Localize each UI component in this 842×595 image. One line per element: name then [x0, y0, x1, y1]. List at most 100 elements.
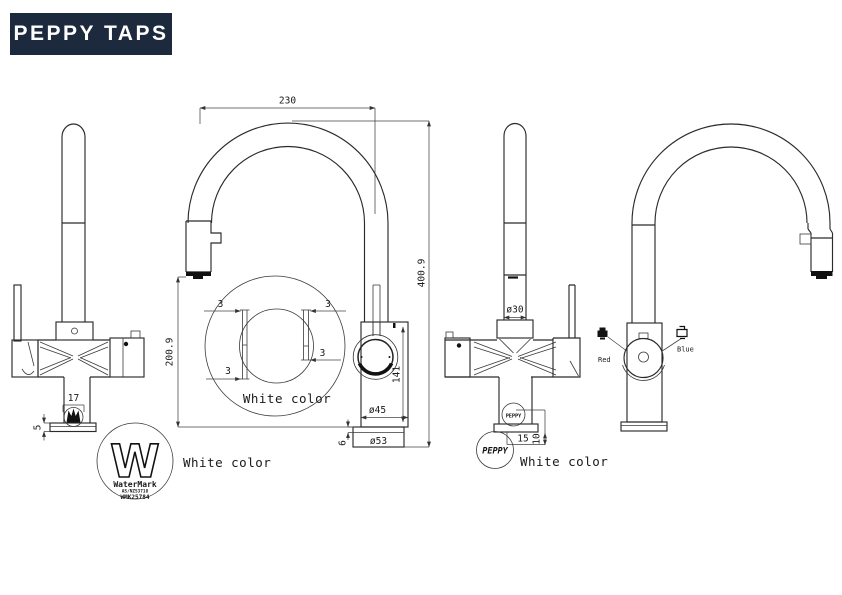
detail-levers	[240, 309, 311, 380]
nozzle-tip	[193, 276, 203, 279]
dim-10-label: 10	[532, 433, 543, 445]
cold-indicator: Blue	[676, 325, 694, 354]
nozzle-face	[186, 271, 211, 276]
dimension-17: 17	[62, 393, 85, 412]
watermark-title: WaterMark	[113, 480, 157, 489]
detail-outer-circle	[204, 275, 346, 417]
dimension-5: 5	[33, 414, 50, 441]
view-front-left: 17 5 W WaterMark AS/NZS3718 WMK25784 Whi…	[11, 123, 271, 501]
dim-17-lines	[62, 404, 85, 412]
stamp-circle	[476, 431, 514, 469]
dim-230-label: 230	[279, 96, 296, 107]
dimension-15-10: 15 10	[506, 409, 547, 446]
dimension-dia45: ø45	[360, 405, 409, 420]
cold-label: Blue	[677, 346, 694, 354]
leader-lines	[607, 336, 681, 352]
joint-dark-arc	[357, 362, 394, 376]
gooseneck-arch	[187, 122, 389, 224]
nozzle-outline	[185, 220, 222, 273]
brand-badge-on-column: PEPPY	[501, 402, 526, 427]
nozzle-outline-2	[807, 223, 834, 273]
base-plate	[49, 422, 97, 433]
spout-outline-2	[503, 122, 527, 320]
funnel-lines	[499, 338, 531, 354]
dim-4009-ext	[292, 120, 429, 448]
spout-leg	[363, 223, 389, 322]
cap-screw	[71, 327, 78, 335]
dim-3-r: 3	[320, 348, 326, 359]
right-valve-button	[130, 330, 141, 339]
left-valve-detail	[21, 341, 35, 375]
dial-circle	[623, 337, 664, 379]
dim-6-label: 6	[338, 440, 349, 446]
hose-rod-lower	[372, 322, 381, 336]
dim-17-label: 17	[68, 393, 79, 404]
dim-3-bl: 3	[225, 366, 231, 377]
dim-53-label: ø53	[370, 436, 387, 447]
cross-bar-outline-2	[445, 339, 553, 378]
cross-x-wedges	[39, 341, 109, 376]
cross-x-wedges-2	[473, 341, 557, 376]
cross-bar-outline	[37, 339, 110, 378]
base-flange	[352, 426, 405, 448]
nozzle-tip-2	[816, 276, 827, 279]
base-plate-3	[620, 421, 668, 432]
left-valve-dot-2	[456, 343, 462, 348]
watermark-license: WMK25784	[121, 494, 150, 501]
left-handle-lever	[13, 284, 22, 342]
joint-outer-ring	[352, 334, 399, 380]
brand-logo-text: PEPPY TAPS	[13, 22, 169, 45]
spout-cap-2	[496, 319, 534, 339]
dimension-230: 230	[199, 96, 376, 214]
dial-center	[638, 351, 649, 363]
dim-5-label: 5	[33, 425, 44, 431]
dim-15-label: 15	[517, 434, 528, 445]
watermark-circle	[96, 422, 174, 500]
spout-cap	[55, 321, 94, 341]
right-handle-lever	[568, 284, 576, 338]
dim-6-ext	[348, 426, 353, 433]
detail-inner-circle	[239, 308, 314, 384]
color-note-2: White color	[243, 391, 331, 406]
badge-text: PEPPY	[506, 414, 522, 420]
left-valve-body	[11, 339, 39, 378]
hot-label: Red	[598, 356, 611, 364]
crown-mark	[66, 408, 81, 423]
body-top-mark	[393, 323, 396, 328]
brand-logo: PEPPY TAPS	[10, 13, 172, 55]
left-valve-button-2	[445, 331, 454, 339]
joint-pin-right	[388, 356, 391, 358]
mounting-detail-circle: 3 3 3 3 White color	[204, 275, 346, 417]
right-handle-detail	[569, 360, 579, 377]
dimension-400-9: 400.9	[292, 120, 431, 448]
dimension-dia30: ø30	[503, 305, 527, 320]
watermark-w-glyph: W	[110, 435, 160, 488]
dim-5-ext	[44, 422, 50, 432]
dim-30-label: ø30	[506, 305, 523, 316]
pullout-nozzle	[185, 220, 222, 279]
dim-230-ext	[199, 108, 376, 214]
cold-tap-icon	[676, 325, 688, 340]
watermark-standard: AS/NZS3718	[122, 489, 149, 495]
dim-3-tl: 3	[218, 299, 224, 310]
dimension-6: 6	[338, 419, 353, 446]
color-note-3: White color	[520, 454, 608, 469]
nozzle-button-2	[799, 233, 812, 245]
left-valve-body-2	[444, 337, 471, 378]
watermark-mini-badge	[63, 407, 84, 427]
nozzle-face-2	[811, 271, 833, 276]
color-note-1: White color	[183, 455, 271, 470]
right-valve-body	[109, 337, 145, 378]
view-front-right: ø30 PEPPY 15 10	[444, 122, 608, 469]
dial-tab	[638, 332, 649, 339]
gooseneck-arch-2	[631, 123, 831, 224]
dimension-200-9: 200.9	[165, 276, 352, 428]
view-side-dimensioned: 230 200.9 3 3	[165, 96, 431, 448]
dial-outer-arc	[622, 364, 665, 381]
dim-2009-ext	[178, 276, 352, 428]
dim-2009-label: 200.9	[165, 337, 176, 366]
hot-indicator: Red	[597, 327, 611, 364]
dim-1510-ext	[506, 409, 546, 445]
